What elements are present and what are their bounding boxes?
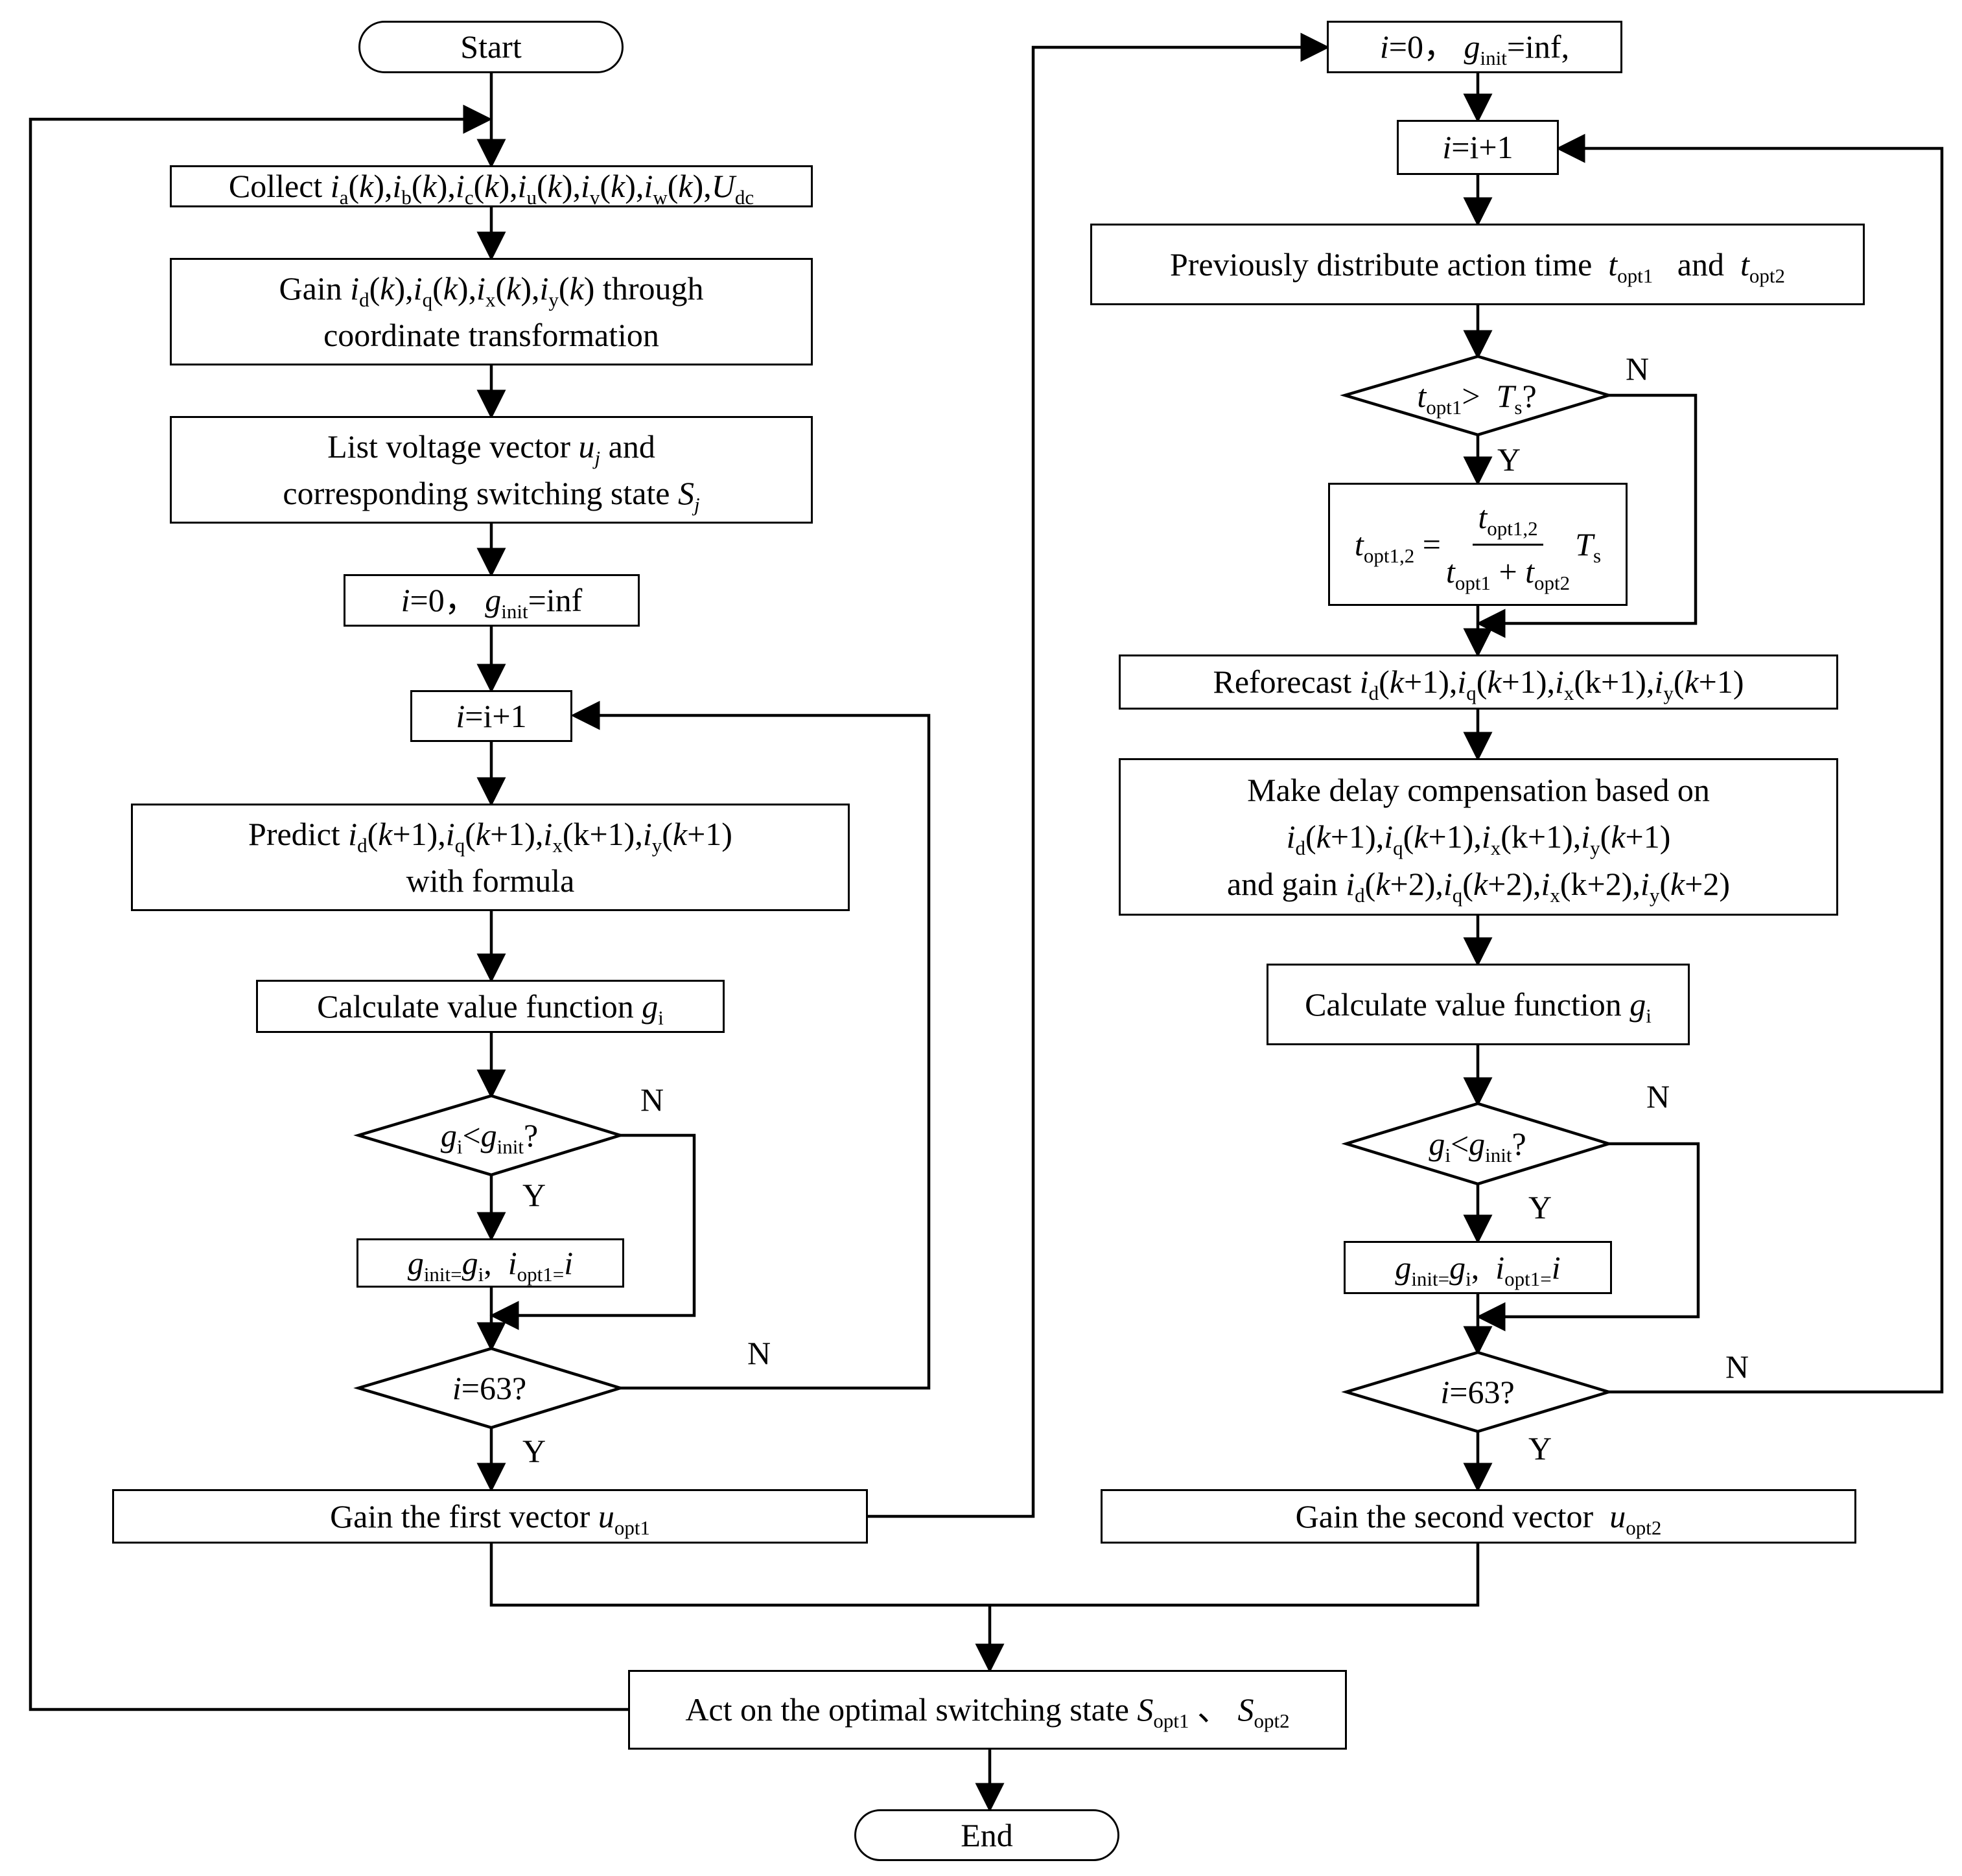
decision-diamond-i-left	[353, 1347, 625, 1430]
decision-diamond-g-left	[353, 1094, 625, 1177]
list-and: and	[608, 428, 655, 465]
calc-box-left: Calculate value function gi	[256, 980, 725, 1033]
end-label: End	[961, 1816, 1013, 1853]
init-left-label: =0，	[410, 582, 477, 619]
calc-box-right: Calculate value function gi	[1267, 964, 1690, 1045]
decision-diamond-g-right	[1341, 1102, 1614, 1186]
gain-first-box: Gain the first vector uopt1	[112, 1489, 868, 1544]
incr-right-label: =i+1	[1451, 129, 1513, 166]
act-label: Act on the optimal switching state	[685, 1691, 1129, 1728]
collect-label: Collect	[228, 168, 323, 205]
increment-box-right: i=i+1	[1397, 120, 1559, 175]
decision-diamond-t-right	[1340, 354, 1614, 437]
start-terminal: Start	[358, 21, 624, 73]
label-no-cond-g-right: N	[1646, 1078, 1670, 1115]
arrow-act-loop-back	[29, 104, 628, 1711]
calc-right-label: Calculate value function	[1305, 986, 1622, 1023]
end-terminal: End	[854, 1809, 1119, 1861]
init-box-right: i=0， ginit=inf,	[1327, 21, 1622, 73]
predict-line2: with formula	[406, 863, 575, 899]
gain-dq-through: through	[602, 270, 704, 307]
init-left-inf: =inf	[528, 582, 583, 619]
calc-left-label: Calculate value function	[317, 988, 634, 1025]
arrow-left-to-right	[868, 32, 1330, 1518]
gain-second-label: Gain the second vector	[1295, 1498, 1594, 1534]
cond-t-label: ?	[1522, 377, 1537, 414]
increment-box-left: i=i+1	[410, 690, 572, 742]
label-no-cond-i-left: N	[747, 1335, 771, 1371]
label-no-cond-i-right: N	[1725, 1349, 1749, 1385]
collect-box: Collect ia(k),ib(k),ic(k),iu(k),iv(k),iw…	[170, 165, 813, 207]
reforecast-box: Reforecast id(k+1),iq(k+1),ix(k+1),iy(k+…	[1119, 654, 1838, 710]
arrow-cond-i-no-loop	[570, 701, 931, 1390]
delay-line1: Make delay compensation based on	[1247, 771, 1710, 808]
arrow-rcond-i-no-loop	[1556, 133, 1944, 1394]
list-line2: corresponding switching state	[283, 475, 670, 511]
formula-fraction: topt1,2 topt1 + topt2	[1446, 494, 1570, 595]
cond-t-right: topt1> Ts?	[1417, 377, 1537, 419]
decision-diamond-i-right	[1341, 1350, 1614, 1433]
cond-i-right-label: =63?	[1449, 1374, 1515, 1410]
delay-compensation-box: Make delay compensation based on id(k+1)…	[1119, 758, 1838, 916]
label-no-cond-t: N	[1626, 351, 1650, 387]
predict-label: Predict	[248, 815, 340, 852]
label-no-cond-g-left: N	[640, 1082, 664, 1118]
gain-second-box: Gain the second vector uopt2	[1101, 1489, 1856, 1544]
arrow-condt-no-loop	[1476, 393, 1698, 638]
init-right-label: =0，	[1388, 29, 1456, 65]
gain-dq-line2: coordinate transformation	[323, 317, 659, 353]
init-right-inf: =inf,	[1506, 29, 1570, 65]
delay-and-gain: and gain	[1226, 865, 1338, 902]
label-yes-cond-i-left: Y	[522, 1433, 546, 1469]
gain-dq-box: Gain id(k),iq(k),ix(k),iy(k) through coo…	[170, 258, 813, 365]
cond-g-right-label: ?	[1512, 1126, 1526, 1162]
label-yes-cond-t: Y	[1497, 441, 1521, 478]
label-yes-cond-g-right: Y	[1528, 1189, 1552, 1225]
cond-i-left-label: =63?	[461, 1370, 527, 1406]
cond-g-right: gi<ginit?	[1429, 1126, 1526, 1166]
cond-i-left: i=63?	[452, 1370, 527, 1406]
gain-first-label: Gain the first vector	[330, 1498, 590, 1534]
distribute-label: Previously distribute action time	[1169, 246, 1593, 283]
label-yes-cond-i-right: Y	[1528, 1430, 1552, 1466]
update-box-right: ginit=gi, iopt1=i	[1344, 1241, 1612, 1294]
gain-dq-label: Gain	[279, 270, 342, 307]
predict-box: Predict id(k+1),iq(k+1),ix(k+1),iy(k+1) …	[131, 804, 850, 911]
start-label: Start	[460, 29, 522, 65]
merge-line	[489, 1544, 1480, 1607]
arrow-rcond-no-loop	[1476, 1142, 1700, 1332]
act-separator: 、	[1197, 1691, 1230, 1728]
distribute-time-box: Previously distribute action time topt1 …	[1090, 224, 1865, 305]
cond-g-left-label: ?	[523, 1117, 539, 1153]
distribute-and: and	[1677, 246, 1724, 283]
update-box-left: ginit=gi, iopt1=i	[356, 1238, 624, 1288]
label-yes-cond-g-left: Y	[522, 1177, 546, 1213]
cond-g-left: gi<ginit?	[440, 1117, 539, 1158]
act-switching-box: Act on the optimal switching state Sopt1…	[628, 1670, 1347, 1750]
time-normalize-formula-box: topt1,2 = topt1,2 topt1 + topt2 Ts	[1328, 483, 1628, 606]
init-box-left: i=0， ginit=inf	[344, 574, 640, 627]
cond-i-right: i=63?	[1440, 1374, 1515, 1410]
reforecast-label: Reforecast	[1213, 664, 1352, 701]
incr-left-label: =i+1	[465, 697, 527, 734]
list-line1: List voltage vector	[327, 428, 571, 465]
arrow-cond-no-loop	[489, 1133, 696, 1330]
list-voltage-box: List voltage vector uj and corresponding…	[170, 416, 813, 524]
